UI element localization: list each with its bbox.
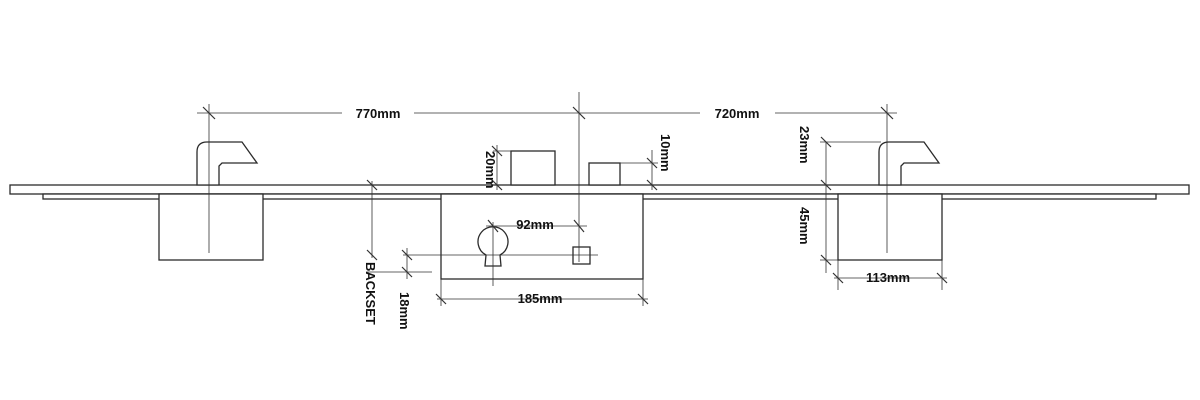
- label-45mm: 45mm: [797, 207, 812, 245]
- latch-block: [588, 162, 621, 186]
- right-hook-bolt: [878, 141, 941, 186]
- faceplate: [9, 184, 1190, 195]
- label-92mm: 92mm: [516, 217, 554, 232]
- label-23mm: 23mm: [797, 126, 812, 164]
- label-10mm: 10mm: [658, 134, 673, 172]
- label-185mm: 185mm: [518, 291, 563, 306]
- label-720mm: 720mm: [715, 106, 760, 121]
- tick-720-center: [572, 106, 586, 120]
- center-lock-case: [440, 193, 644, 280]
- cam-block: [510, 150, 556, 186]
- tick-770-left: [202, 106, 216, 120]
- left-hook-bolt: [196, 141, 259, 186]
- spindle-square: [572, 246, 591, 265]
- left-hook-box: [158, 193, 264, 261]
- label-backset: BACKSET: [363, 262, 378, 325]
- label-18mm: 18mm: [397, 292, 412, 330]
- label-113mm: 113mm: [866, 270, 910, 285]
- right-hook-box: [837, 193, 943, 261]
- label-20mm: 20mm: [483, 151, 498, 189]
- label-770mm: 770mm: [356, 106, 401, 121]
- tick-720-right: [880, 106, 894, 120]
